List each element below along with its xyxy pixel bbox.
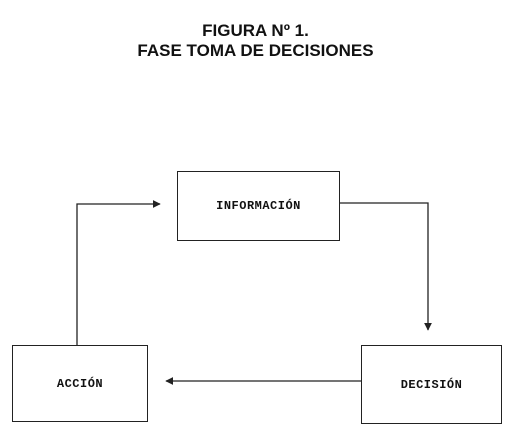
node-decision-label: DECISIÓN — [400, 377, 463, 392]
arrow-accion-to-informacion — [76, 200, 161, 345]
node-accion-label: ACCIÓN — [56, 376, 104, 391]
figure-title-line-2: FASE TOMA DE DECISIONES — [137, 41, 374, 60]
node-informacion: INFORMACIÓN — [177, 171, 340, 241]
figure-title-line-1: FIGURA Nº 1. — [202, 21, 309, 40]
arrow-informacion-to-decision — [340, 202, 432, 331]
node-accion: ACCIÓN — [12, 345, 148, 422]
node-informacion-label: INFORMACIÓN — [216, 199, 301, 213]
node-decision: DECISIÓN — [361, 345, 502, 424]
